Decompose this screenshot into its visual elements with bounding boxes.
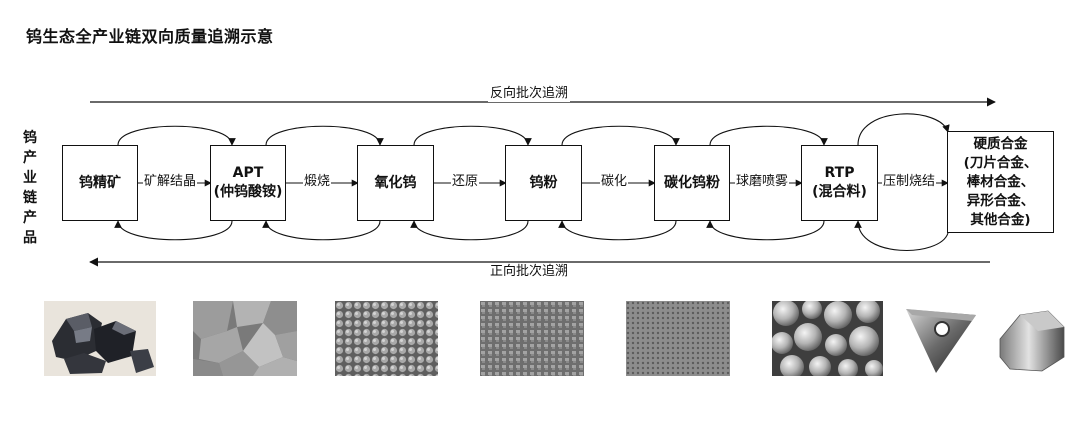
- node-tungsten-oxide: 氧化钨: [357, 145, 434, 221]
- top-loop-arrow: [117, 125, 236, 146]
- bottom-loop-arrow: [410, 220, 529, 241]
- tungsten-powder-micrograph: [480, 301, 584, 376]
- side-label-char: 链: [23, 190, 37, 206]
- cemented-carbide-insert-photo: [902, 301, 982, 376]
- forward-trace-label: 正向批次追溯: [488, 264, 571, 280]
- top-loop-arrow: [709, 125, 828, 146]
- side-label-char: 品: [23, 230, 37, 246]
- top-loop-arrow: [265, 125, 384, 146]
- step-label: 矿解结晶: [143, 174, 198, 190]
- step-label: 还原: [451, 174, 480, 190]
- reverse-trace-label: 反向批次追溯: [488, 86, 571, 102]
- node-rtp: RTP (混合料): [801, 145, 878, 221]
- rtp-sphere-micrograph: [772, 301, 883, 376]
- node-apt: APT (仲钨酸铵): [210, 145, 286, 221]
- apt-crystal-micrograph: [193, 301, 297, 376]
- node-cemented-carbide: 硬质合金 (刀片合金、 棒材合金、 异形合金、 其他合金): [947, 131, 1054, 233]
- node-tungsten-concentrate: 钨精矿: [62, 145, 138, 221]
- tungsten-carbide-powder-micrograph: [626, 301, 730, 376]
- cemented-carbide-button-photo: [992, 301, 1070, 376]
- side-label-char: 钨: [23, 130, 37, 146]
- bottom-loop-arrow: [558, 220, 677, 241]
- tungsten-oxide-micrograph: [335, 301, 438, 376]
- bottom-loop-arrow: [262, 220, 381, 241]
- side-label-char: 产: [23, 150, 37, 166]
- step-label: 压制烧结: [882, 174, 937, 190]
- page-title: 钨生态全产业链双向质量追溯示意: [26, 27, 274, 46]
- bottom-loop-arrow: [854, 220, 949, 252]
- step-label: 球磨喷雾: [735, 174, 790, 190]
- side-label: 钨 产 业 链 产 品: [20, 128, 40, 248]
- bottom-loop-arrow: [114, 220, 233, 241]
- node-tungsten-powder: 钨粉: [505, 145, 582, 221]
- top-loop-arrow: [857, 113, 950, 146]
- top-loop-arrow: [561, 125, 680, 146]
- node-tungsten-carbide-powder: 碳化钨粉: [654, 145, 730, 221]
- top-loop-arrow: [413, 125, 532, 146]
- bottom-loop-arrow: [706, 220, 825, 241]
- step-label: 碳化: [600, 174, 629, 190]
- step-label: 煅烧: [303, 174, 332, 190]
- side-label-char: 业: [23, 170, 37, 186]
- side-label-char: 产: [23, 210, 37, 226]
- tungsten-ore-photo: [44, 301, 156, 376]
